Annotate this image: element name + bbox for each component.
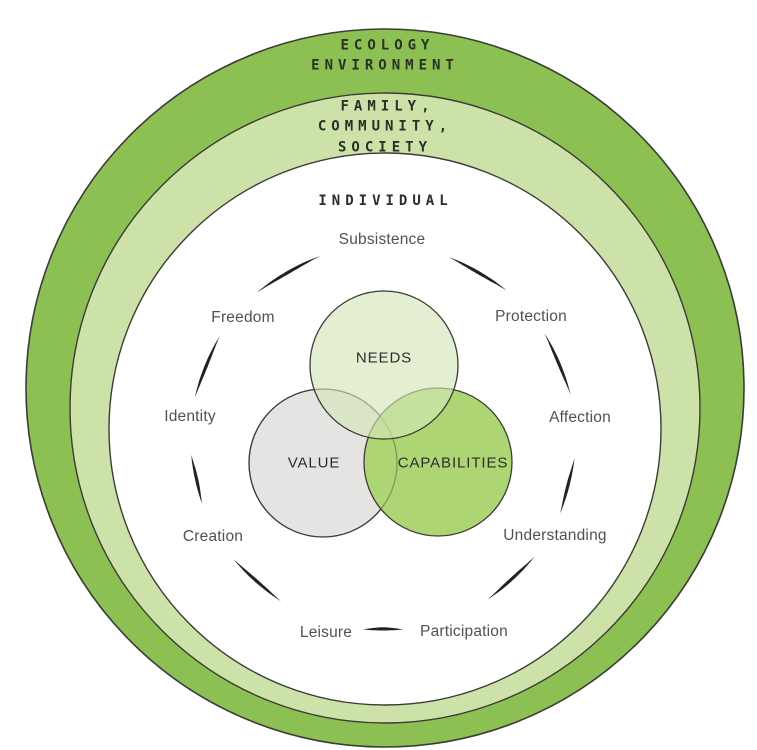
arc-segment — [487, 556, 535, 600]
capabilities-circle-label: CAPABILITIES — [397, 454, 509, 472]
value-circle-label: VALUE — [287, 454, 341, 472]
needs-label-creation: Creation — [182, 528, 244, 545]
arc-segment — [448, 257, 507, 291]
arc-separator-group — [191, 256, 575, 631]
ring-label-family-community-society: FAMILY, COMMUNITY, SOCIETY — [317, 98, 453, 156]
needs-circle-label: NEEDS — [355, 349, 413, 367]
arc-segment — [560, 458, 575, 514]
needs-label-affection: Affection — [549, 409, 611, 426]
needs-label-protection: Protection — [495, 308, 567, 325]
needs-label-identity: Identity — [164, 408, 216, 425]
needs-label-freedom: Freedom — [211, 309, 275, 326]
ring-label-individual: INDIVIDUAL — [318, 192, 453, 209]
arc-segment — [194, 336, 220, 398]
ring-label-ecology-environment: ECOLOGY ENVIRONMENT — [311, 37, 459, 74]
arc-segment — [191, 454, 203, 504]
needs-label-leisure: Leisure — [299, 624, 353, 641]
needs-label-subsistence: Subsistence — [338, 231, 426, 248]
arc-segment — [362, 627, 404, 631]
arc-segment — [544, 333, 571, 395]
needs-circle — [309, 290, 459, 440]
arc-segment — [233, 559, 281, 602]
needs-label-understanding: Understanding — [503, 527, 607, 544]
needs-label-participation: Participation — [420, 623, 508, 640]
